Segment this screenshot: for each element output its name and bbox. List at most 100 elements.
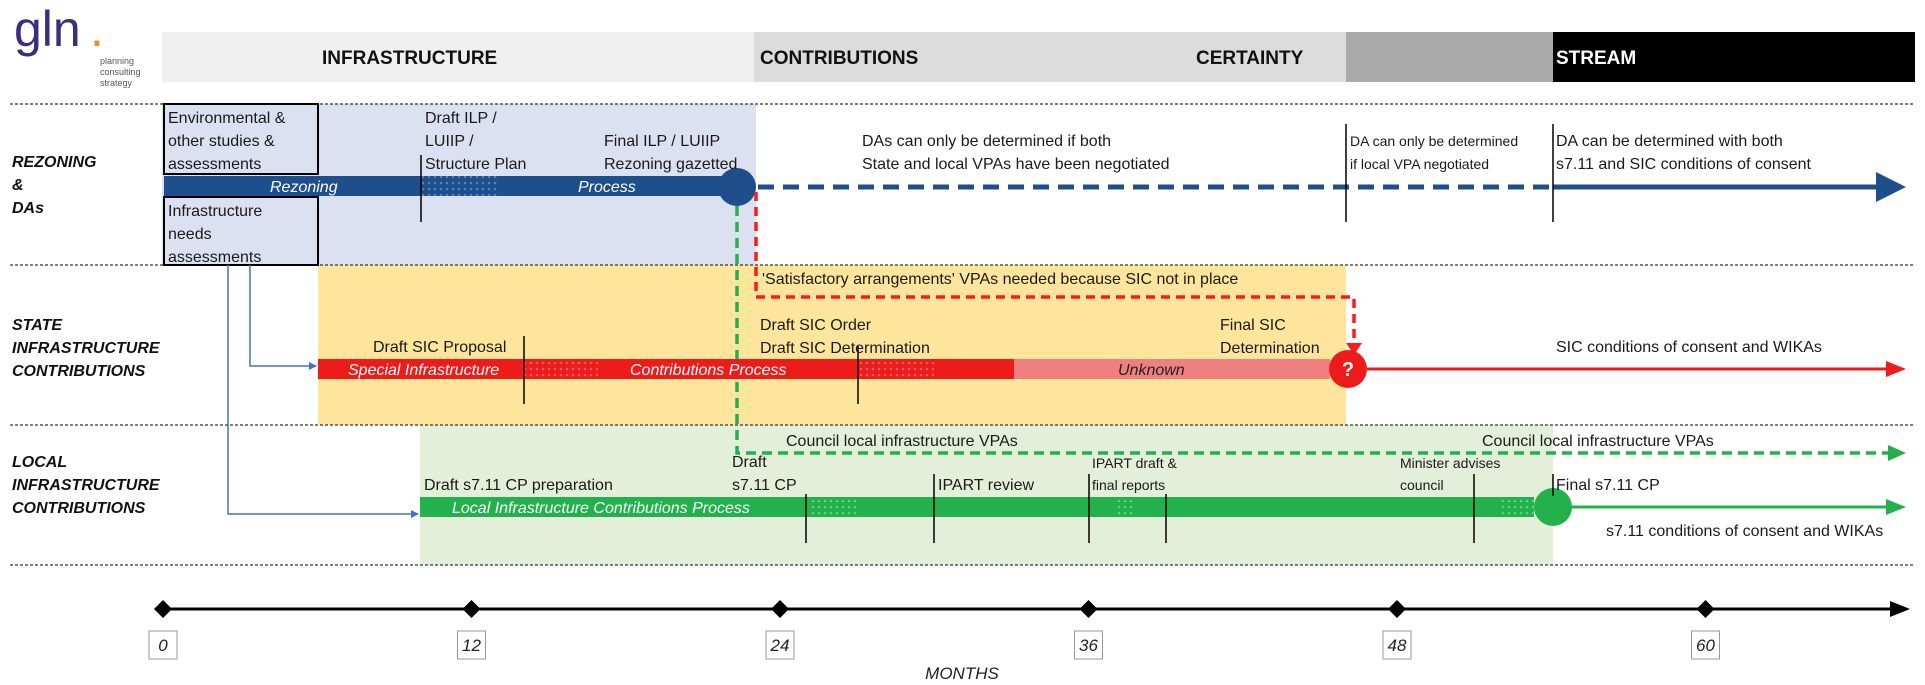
rezoning-bar-hatch xyxy=(420,176,498,196)
axis-tick-diamond xyxy=(1079,600,1098,618)
svg-text:Draft SIC Determination: Draft SIC Determination xyxy=(760,340,930,357)
axis-tick-label: 24 xyxy=(770,636,790,655)
final-sic-label: Final SIC Determination xyxy=(1220,317,1320,357)
minister-advises-label: Minister advises council xyxy=(1400,455,1500,493)
draft-sic-order-label: Draft SIC Order Draft SIC Determination xyxy=(760,317,930,357)
rezoning-arrowhead xyxy=(1876,172,1906,202)
council-vpas-label-1: Council local infrastructure VPAs xyxy=(786,433,1018,450)
sic-conditions-arrowhead xyxy=(1886,361,1906,377)
svg-text:Draft SIC Order: Draft SIC Order xyxy=(760,317,872,334)
local-bar-hatch-2 xyxy=(1114,497,1136,517)
logo-tagline-1: planning xyxy=(100,56,134,66)
header-stream-band xyxy=(1553,32,1915,82)
header-contributions: CONTRIBUTIONS xyxy=(760,48,918,69)
ipart-draft-label: IPART draft & final reports xyxy=(1092,455,1177,493)
row-title-rezoning: REZONING & DAs xyxy=(12,154,96,217)
svg-text:&: & xyxy=(12,177,24,194)
svg-text:INFRASTRUCTURE: INFRASTRUCTURE xyxy=(12,477,161,494)
das-both-vpas-label: DAs can only be determined if both State… xyxy=(862,133,1169,173)
header-certainty: CERTAINTY xyxy=(1196,48,1304,69)
axis-tick-label: 0 xyxy=(158,636,168,655)
satisfactory-arrangements-dashed-path xyxy=(754,192,1356,345)
axis-tick-diamond xyxy=(1696,600,1715,618)
svg-text:DA can be determined with both: DA can be determined with both xyxy=(1556,133,1783,150)
header-infrastructure: INFRASTRUCTURE xyxy=(322,48,497,69)
svg-text:Minister advises: Minister advises xyxy=(1400,455,1500,471)
axis-tick-box xyxy=(1691,630,1720,660)
da-local-vpa-label: DA can only be determined if local VPA n… xyxy=(1350,133,1518,172)
sic-bar-unknown xyxy=(1014,359,1330,379)
da-both-conditions-label: DA can be determined with both s7.11 and… xyxy=(1556,133,1812,173)
local-bar-part-1 xyxy=(420,497,808,517)
svg-text:Determination: Determination xyxy=(1220,340,1320,357)
sic-conditions-label: SIC conditions of consent and WIKAs xyxy=(1556,339,1822,356)
rezoning-bar-label-1: Rezoning xyxy=(270,179,338,196)
sic-bar-part-2 xyxy=(600,359,860,379)
axis-tick-box xyxy=(457,630,486,660)
council-vpas-arrowhead xyxy=(1888,445,1906,461)
logo-text: gln xyxy=(14,1,81,57)
svg-text:IPART draft &: IPART draft & xyxy=(1092,455,1177,471)
svg-text:Infrastructure: Infrastructure xyxy=(168,203,262,220)
svg-text:DA can only be determined: DA can only be determined xyxy=(1350,133,1518,149)
svg-text:s7.11 and SIC conditions of co: s7.11 and SIC conditions of consent xyxy=(1556,156,1812,173)
sic-question-circle xyxy=(1329,350,1367,388)
row-title-state: STATE INFRASTRUCTURE CONTRIBUTIONS xyxy=(12,317,161,380)
row-title-local: LOCAL INFRASTRUCTURE CONTRIBUTIONS xyxy=(12,454,161,517)
axis-tick-diamond xyxy=(462,600,481,618)
council-vpas-dashed-path xyxy=(735,206,1890,455)
svg-text:Structure Plan: Structure Plan xyxy=(425,156,526,173)
axis-tick-label: 60 xyxy=(1696,636,1715,655)
council-vpas-label-2: Council local infrastructure VPAs xyxy=(1482,433,1714,450)
rezoning-bar-part-2 xyxy=(498,176,736,196)
satisfactory-arrangements-label: 'Satisfactory arrangements' VPAs needed … xyxy=(762,271,1238,288)
svg-text:DAs: DAs xyxy=(12,200,44,217)
local-bar-hatch-1 xyxy=(808,497,858,517)
header-infrastructure-band xyxy=(162,32,754,82)
sic-bar-part-1 xyxy=(318,359,524,379)
infra-needs-label: Infrastructure needs assessments xyxy=(168,203,262,266)
svg-text:State and local VPAs have been: State and local VPAs have been negotiate… xyxy=(862,156,1169,173)
phase-header: INFRASTRUCTURE CONTRIBUTIONS CERTAINTY S… xyxy=(162,32,1915,82)
svg-text:Draft: Draft xyxy=(732,454,767,471)
axis-tick-label: 12 xyxy=(462,636,481,655)
svg-text:council: council xyxy=(1400,477,1444,493)
sic-bar-label-2: Contributions Process xyxy=(630,362,787,379)
gln-logo: gln . planning consulting strategy xyxy=(14,1,141,88)
draft-cp-prep-label: Draft s7.11 CP preparation xyxy=(424,477,613,494)
svg-text:DAs can only be determined if: DAs can only be determined if both xyxy=(862,133,1111,150)
svg-text:STATE: STATE xyxy=(12,317,63,334)
svg-text:Draft ILP /: Draft ILP / xyxy=(425,110,497,127)
infra-to-local-arrow xyxy=(227,265,419,518)
draft-sic-proposal-label: Draft SIC Proposal xyxy=(373,339,506,356)
state-band xyxy=(318,265,1346,425)
sic-bar-label-unknown: Unknown xyxy=(1118,362,1185,379)
svg-text:needs: needs xyxy=(168,226,212,243)
axis-tick-label: 36 xyxy=(1079,636,1098,655)
svg-text:Rezoning gazetted: Rezoning gazetted xyxy=(604,156,737,173)
axis-tick-label: 48 xyxy=(1388,636,1407,655)
s711-conditions-arrowhead xyxy=(1886,499,1906,515)
svg-text:REZONING: REZONING xyxy=(12,154,96,171)
svg-text:assessments: assessments xyxy=(168,156,261,173)
local-bar-label: Local Infrastructure Contributions Proce… xyxy=(452,500,750,517)
draft-ilp-label: Draft ILP / LUIIP / Structure Plan xyxy=(425,110,526,173)
sic-bar-part-3 xyxy=(936,359,1014,379)
axis-tick-box xyxy=(765,630,795,660)
svg-text:other studies &: other studies & xyxy=(168,133,275,150)
svg-text:s7.11 CP: s7.11 CP xyxy=(732,477,797,494)
final-ilp-label: Final ILP / LUIIP Rezoning gazetted xyxy=(604,133,737,173)
logo-tagline-3: strategy xyxy=(100,78,133,88)
env-studies-box xyxy=(163,103,319,175)
s711-conditions-label: s7.11 conditions of consent and WIKAs xyxy=(1606,523,1883,540)
draft-cp-label: Draft s7.11 CP xyxy=(732,454,797,494)
axis-tick-box xyxy=(148,630,178,660)
local-bar-part-2 xyxy=(858,497,1114,517)
header-contributions-band xyxy=(754,32,1346,82)
rezoning-bar-part-1 xyxy=(164,176,420,196)
local-band xyxy=(420,425,1553,565)
logo-dot: . xyxy=(90,1,104,57)
axis-tick-box xyxy=(1382,630,1412,660)
